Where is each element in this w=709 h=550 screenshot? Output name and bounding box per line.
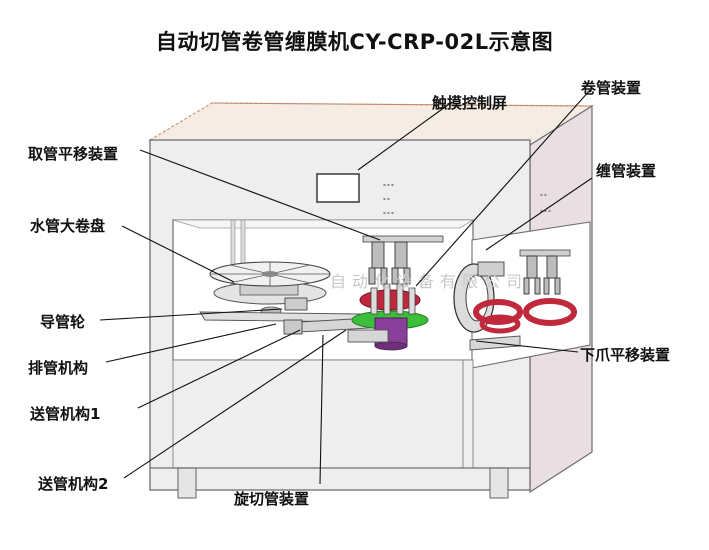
leader-rolling-device xyxy=(415,89,591,287)
machine-lower-cabinet xyxy=(172,359,474,469)
label-pickup-shift: 取管平移装置 xyxy=(28,145,119,163)
label-rotary-cutter: 旋切管装置 xyxy=(234,490,310,508)
red-coil-2 xyxy=(523,298,577,326)
pickup-rail xyxy=(362,235,444,243)
panel-small-text-2: ▪ ▪ xyxy=(383,196,390,201)
label-arranging: 排管机构 xyxy=(28,359,89,377)
guide-wheel-block xyxy=(284,297,308,311)
label-feeder1: 送管机构1 xyxy=(30,405,101,423)
leader-guide-wheel xyxy=(99,308,283,321)
wrapping-bracket xyxy=(477,261,505,277)
cutter-base xyxy=(347,329,389,343)
pickup-gripper xyxy=(368,241,411,285)
leader-arranging xyxy=(105,323,277,363)
feeder-block xyxy=(283,319,303,335)
label-lower-claw: 下爪平移装置 xyxy=(580,346,671,364)
leader-feeder2 xyxy=(123,329,347,479)
lower-claw-rail xyxy=(519,249,571,257)
leader-touch-screen xyxy=(357,101,453,171)
machine-top-plate xyxy=(147,102,595,146)
machine-right-leg xyxy=(489,467,509,499)
label-guide-wheel: 导管轮 xyxy=(40,313,86,331)
label-wrapping-device: 缠管装置 xyxy=(596,162,657,180)
red-coil-1 xyxy=(473,299,523,325)
side-panel-mark-1: ▪ ▪ xyxy=(540,192,547,197)
panel-small-text-3: ▪ ▪ ▪ xyxy=(383,210,394,215)
label-reel: 水管大卷盘 xyxy=(30,217,106,235)
machine-left-leg xyxy=(177,467,197,499)
label-rolling-device: 卷管装置 xyxy=(581,79,642,97)
leader-pickup-shift xyxy=(139,149,381,241)
label-feeder2: 送管机构2 xyxy=(38,475,109,493)
diagram-title: 自动切管卷管缠膜机CY-CRP-02L示意图 xyxy=(155,30,554,54)
leader-reel xyxy=(121,225,235,283)
top-edge-line xyxy=(211,102,593,107)
lower-claw-gripper xyxy=(523,255,561,295)
leader-feeder1 xyxy=(137,329,301,409)
inner-back-wall xyxy=(172,219,475,229)
leader-lower-claw xyxy=(475,340,579,353)
red-coil-3 xyxy=(479,314,521,334)
rolling-pins xyxy=(370,283,416,315)
side-panel-mark-2: ▪ ▪ ▪ xyxy=(540,208,551,213)
touch-screen-panel xyxy=(316,173,360,203)
watermark-text: 自动化设备有限公司 xyxy=(330,272,528,291)
label-touch-screen: 触摸控制屏 xyxy=(432,94,508,112)
purple-drum-bottom xyxy=(374,341,408,351)
leader-lines xyxy=(99,89,593,485)
reel-center xyxy=(262,271,278,277)
panel-small-text-1: ▪ ▪ ▪ xyxy=(383,182,394,187)
leader-wrapping-device xyxy=(485,177,593,251)
leader-rotary-cutter xyxy=(319,334,324,485)
wrapping-ring-inner xyxy=(465,274,489,322)
